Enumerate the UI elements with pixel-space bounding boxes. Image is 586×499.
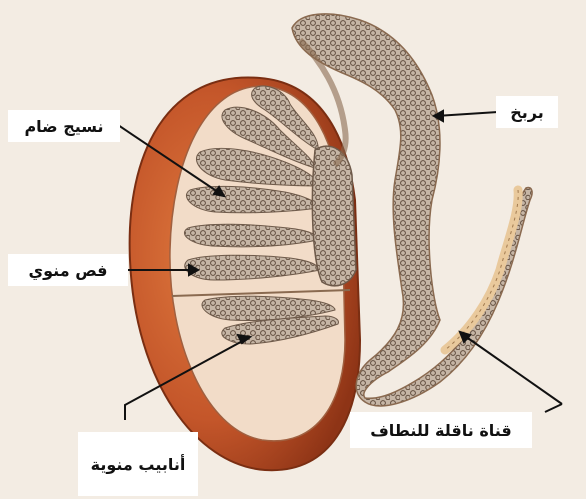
leader-epididymis [436,112,498,116]
label-seminiferous-tubules-text: أنابيب منوية [91,455,186,474]
label-connective-tissue-text: نسيج ضام [24,117,103,136]
label-seminiferous-tubules: أنابيب منوية [78,432,198,496]
rete-testis [312,146,356,286]
leader-vas-deferens [462,334,562,404]
label-epididymis-text: بربخ [510,103,544,122]
label-lobule-text: فص منوي [28,261,107,280]
label-vas-deferens-text: قناة ناقلة للنطاف [370,421,512,440]
label-epididymis: بربخ [496,96,558,128]
label-connective-tissue: نسيج ضام [8,110,120,142]
label-lobule: فص منوي [8,254,128,286]
label-vas-deferens: قناة ناقلة للنطاف [350,412,532,448]
